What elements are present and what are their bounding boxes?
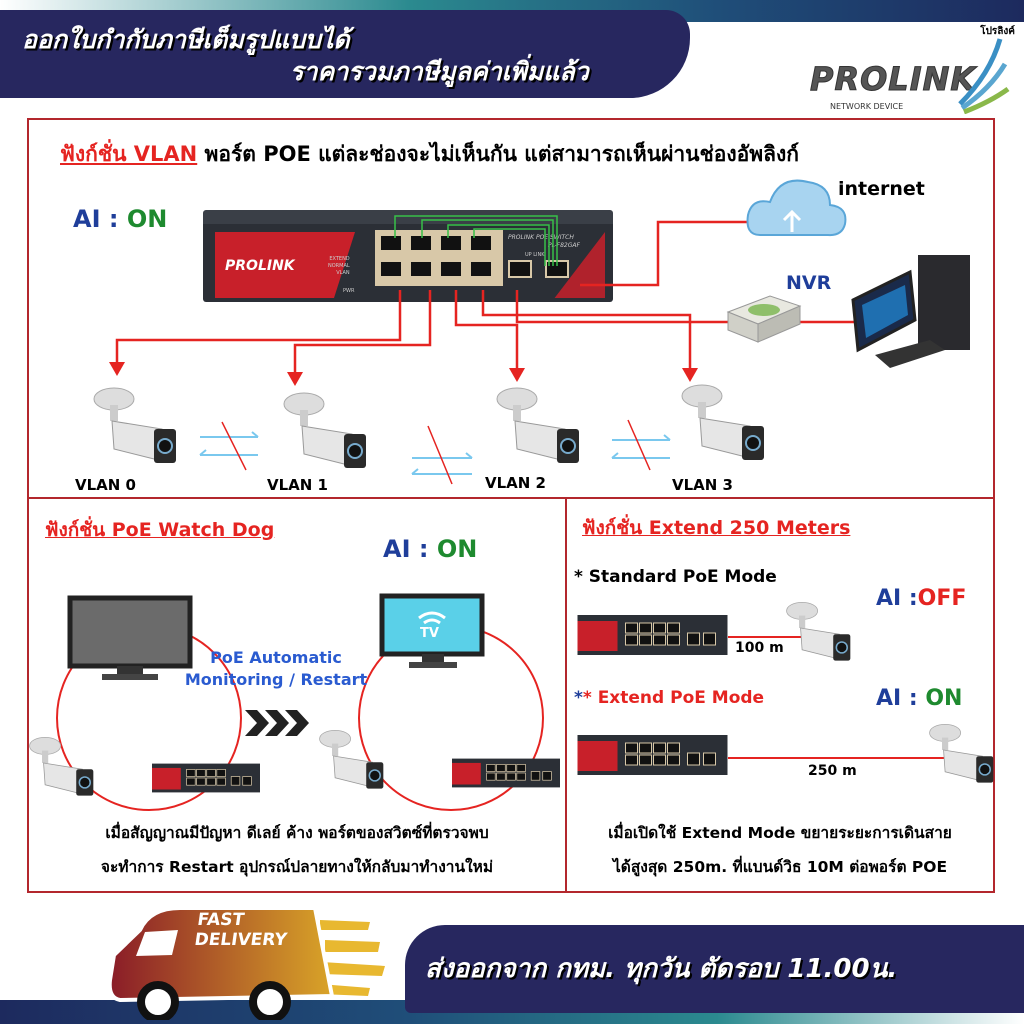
extend-description: เมื่อเปิดใช้ Extend Mode ขยายระยะการเดิน… xyxy=(565,816,995,884)
monitor-off-icon xyxy=(67,595,193,680)
camera-left xyxy=(28,735,98,805)
camera-right xyxy=(318,728,388,798)
caption-line2: Monitoring / Restart xyxy=(184,670,368,689)
watchdog-description: เมื่อสัญญาณมีปัญหา ดีเลย์ ค้าง พอร์ตของส… xyxy=(27,816,567,884)
ai-label: AI : xyxy=(383,535,437,563)
standard-ai-status: AI :OFF xyxy=(876,586,966,611)
switch-logo: PROLINK xyxy=(225,258,295,274)
caption-line1: PoE Automatic xyxy=(210,648,342,667)
switch-red-panel xyxy=(215,232,355,298)
badge-delivery: DELIVERY xyxy=(193,930,289,950)
camera-vlan2 xyxy=(495,385,585,475)
ai-state: ON xyxy=(126,205,168,233)
delivery-banner xyxy=(405,925,1024,1013)
mode-extend: EXTEND xyxy=(329,256,350,262)
extend-mode-text: * Extend PoE Mode xyxy=(582,688,765,708)
ai-state: ON xyxy=(925,686,963,711)
camera-vlan1 xyxy=(282,390,372,480)
badge-fast: FAST xyxy=(196,910,246,930)
watchdog-ai-status: AI : ON xyxy=(383,535,477,563)
internet-label: internet xyxy=(838,178,925,200)
desc-line2: จะทำการ Restart อุปกรณ์ปลายทางให้กลับมาท… xyxy=(100,858,494,876)
extend-mode-label: ** Extend PoE Mode xyxy=(574,688,765,708)
chevrons-icon xyxy=(245,710,309,736)
desc-line2: ได้สูงสุด 250m. ที่แบนด์วิธ 10M ต่อพอร์ต… xyxy=(612,858,948,876)
switch-brand: PROLINK POE SWITCH xyxy=(508,234,574,241)
vlan-title-rest: พอร์ต POE แต่ละช่องจะไม่เห็นกัน แต่สามาร… xyxy=(197,142,799,166)
cable-250m xyxy=(728,757,948,759)
nvr-label: NVR xyxy=(786,272,832,294)
uplink-port-2 xyxy=(545,260,569,278)
camera-vlan3 xyxy=(680,382,770,472)
ai-label: AI : xyxy=(73,205,127,233)
desc-line1: เมื่อเปิดใช้ Extend Mode ขยายระยะการเดิน… xyxy=(608,824,952,842)
ai-state: ON xyxy=(436,535,478,563)
mini-switch-right xyxy=(452,758,560,788)
camera-vlan0 xyxy=(92,385,182,475)
pwr-label: PWR xyxy=(343,288,355,294)
uplink-label: UP LINK xyxy=(525,252,545,258)
switch-model: PL-F82GAF xyxy=(548,242,580,249)
ai-state: OFF xyxy=(917,586,967,611)
header-line2: ราคารวมภาษีมูลค่าเพิ่มแล้ว xyxy=(290,57,589,86)
delivery-truck-icon xyxy=(107,906,385,1020)
vlan0-label: VLAN 0 xyxy=(75,476,136,494)
watchdog-diagram xyxy=(56,593,544,811)
header-line1: ออกใบกำกับภาษีเต็มรูปแบบได้ xyxy=(22,25,350,54)
vlan-title: ฟังก์ชั่น VLAN พอร์ต POE แต่ละช่องจะไม่เ… xyxy=(60,138,799,171)
extend-title: ฟังก์ชั่น Extend 250 Meters xyxy=(582,517,851,539)
cable-100m xyxy=(728,636,808,638)
mode-normal: NORMAL xyxy=(328,263,350,269)
logo-thai: โปรลิงค์ xyxy=(980,26,1015,37)
delivery-text: ส่งออกจาก กทม. ทุกวัน ตัดรอบ 11.00น. xyxy=(425,954,898,984)
ai-label: AI : xyxy=(876,686,926,711)
desc-line1: เมื่อสัญญาณมีปัญหา ดีเลย์ ค้าง พอร์ตของส… xyxy=(105,824,489,842)
vlan-title-red: ฟังก์ชั่น VLAN xyxy=(60,142,198,166)
watchdog-title: ฟังก์ชั่น PoE Watch Dog xyxy=(45,519,275,541)
distance-100m: 100 m xyxy=(735,640,784,656)
port-block xyxy=(375,230,503,286)
switch-extend xyxy=(575,735,730,775)
camera-standard xyxy=(785,600,855,670)
vlan-ai-status: AI : ON xyxy=(73,205,167,233)
standard-mode-label: * Standard PoE Mode xyxy=(574,567,777,587)
camera-extend xyxy=(928,722,998,792)
extend-ai-status: AI : ON xyxy=(876,686,962,711)
distance-250m: 250 m xyxy=(808,763,857,779)
header-banner xyxy=(0,10,690,98)
vlan1-label: VLAN 1 xyxy=(267,476,328,494)
monitor-tv-icon xyxy=(379,593,485,668)
logo-brand: PROLINK xyxy=(809,60,977,99)
uplink-port-1 xyxy=(508,260,532,278)
vlan3-label: VLAN 3 xyxy=(672,476,733,494)
mini-switch-left xyxy=(152,763,260,793)
tv-label: TV xyxy=(420,626,439,641)
mode-vlan: VLAN xyxy=(336,270,350,276)
wing-icon xyxy=(958,38,1010,114)
extend-section xyxy=(565,497,995,893)
prolink-logo: โปรลิงค์ PROLINK NETWORK DEVICE xyxy=(800,24,1015,120)
logo-tagline: NETWORK DEVICE xyxy=(830,102,904,111)
ai-label: AI : xyxy=(876,586,918,611)
vlan2-label: VLAN 2 xyxy=(485,474,546,492)
switch-standard xyxy=(575,615,730,655)
